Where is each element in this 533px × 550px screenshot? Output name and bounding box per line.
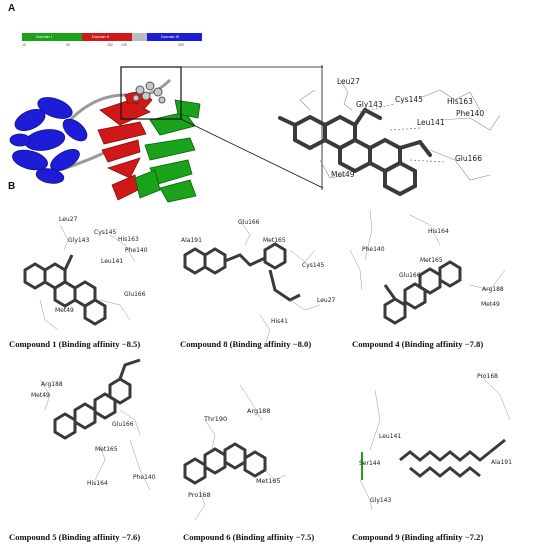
residue-label: Phe140 <box>125 247 148 254</box>
compound-8-wires <box>239 219 321 346</box>
compound-9-wires <box>359 374 511 511</box>
residue-label: Cys145 <box>395 95 423 104</box>
residue-label: Leu27 <box>317 297 336 304</box>
residue-label: Leu141 <box>379 433 402 440</box>
compound-4-ligand <box>383 260 462 325</box>
residue-label: Phe140 <box>456 109 485 118</box>
residue-label: Met165 <box>263 237 286 244</box>
residue-label: His163 <box>447 97 473 106</box>
compound-1-ligand <box>23 254 107 326</box>
panel-b-label: B <box>8 181 16 192</box>
compound-5-ligand <box>53 358 141 440</box>
residue-label: His164 <box>87 480 108 487</box>
domain-ii-segment: Domain II <box>82 33 132 41</box>
residue-label: Ser144 <box>359 460 381 467</box>
panel-a-hbonds <box>359 103 446 163</box>
domain-iii-cartoon <box>9 97 88 184</box>
residue-label: Arg188 <box>482 286 504 293</box>
compound-5-caption: Compound 5 (Binding affinity −7.6) <box>9 532 141 542</box>
residue-label: Met49 <box>31 392 50 399</box>
compound-5-wires <box>39 379 151 491</box>
residue-label: Glu166 <box>112 421 134 428</box>
linker-segment <box>132 33 147 41</box>
residue-label: Ala191 <box>181 237 202 244</box>
residue-label: Glu166 <box>455 154 482 163</box>
residue-label: Cys145 <box>94 229 117 236</box>
residue-label: Pro168 <box>188 491 211 499</box>
domain-i-cartoon <box>134 99 201 203</box>
residue-label: Glu166 <box>238 219 260 226</box>
domain-i-label: Domain I <box>36 34 53 39</box>
compound-4-caption: Compound 4 (Binding affinity −7.8) <box>352 339 484 349</box>
residue-label: Thr190 <box>204 415 228 423</box>
compound-9-ligand <box>399 438 506 478</box>
residue-label: Cys145 <box>302 262 325 269</box>
domain-bar: Domain I Domain II Domain III <box>22 33 202 41</box>
residue-label: Arg188 <box>41 381 63 388</box>
residue-label: Met49 <box>55 307 74 314</box>
residue-label: Met49 <box>481 301 500 308</box>
domain-ii-label: Domain II <box>92 34 110 39</box>
residue-label: Met165 <box>420 257 443 264</box>
residue-label: Gly143 <box>68 237 90 244</box>
residue-label: Gly143 <box>370 497 392 504</box>
compound-9-caption: Compound 9 (Binding affinity −7.2) <box>352 532 484 542</box>
domain-tick: 99 <box>66 43 70 47</box>
residue-label: Phe140 <box>362 246 385 253</box>
residue-label: His163 <box>118 236 139 243</box>
domain-tick: 182 <box>107 43 113 47</box>
residue-label: Gly143 <box>356 100 383 109</box>
domain-tick: 199 <box>121 43 127 47</box>
compound-4-wires <box>349 209 506 291</box>
residue-label: Arg188 <box>247 407 271 415</box>
residue-label: Leu141 <box>417 118 445 127</box>
residue-label: Glu166 <box>399 272 421 279</box>
domain-ii-cartoon <box>97 92 153 201</box>
compound-8-caption: Compound 8 (Binding affinity −8.0) <box>180 339 312 349</box>
residue-label: Met165 <box>95 446 118 453</box>
compound-6-caption: Compound 6 (Binding affinity −7.5) <box>183 532 315 542</box>
residue-label: Met49 <box>331 170 355 179</box>
zoom-box <box>120 66 182 120</box>
residue-label: His164 <box>428 228 449 235</box>
panel-a-label: A <box>8 3 16 14</box>
residue-label: Glu166 <box>124 291 146 298</box>
domain-iii-segment: Domain III <box>147 33 202 41</box>
residue-label: Leu141 <box>101 258 124 265</box>
ligand-in-pocket <box>132 81 166 104</box>
domain-tick: 10 <box>22 43 26 47</box>
residue-label: Ala191 <box>491 459 512 466</box>
domain-i-segment: Domain I <box>22 33 82 41</box>
residue-label: Leu27 <box>337 77 360 86</box>
compound-1-wires <box>39 224 136 331</box>
compound-6-wires <box>194 384 286 521</box>
residue-label: Leu27 <box>59 216 78 223</box>
domain-tick: 305 <box>178 43 184 47</box>
residue-label: Met165 <box>256 477 281 485</box>
panel-a-ligand <box>278 108 432 197</box>
residue-label: Phe140 <box>133 474 156 481</box>
compound-1-caption: Compound 1 (Binding affinity −8.5) <box>9 339 141 349</box>
compound-6-ligand <box>183 442 267 485</box>
compound-8-ligand <box>183 242 301 302</box>
panel-a-residue-wires <box>299 79 501 181</box>
residue-label: Pro168 <box>477 373 498 380</box>
domain-iii-label: Domain III <box>161 34 180 39</box>
residue-label: His41 <box>271 318 288 325</box>
